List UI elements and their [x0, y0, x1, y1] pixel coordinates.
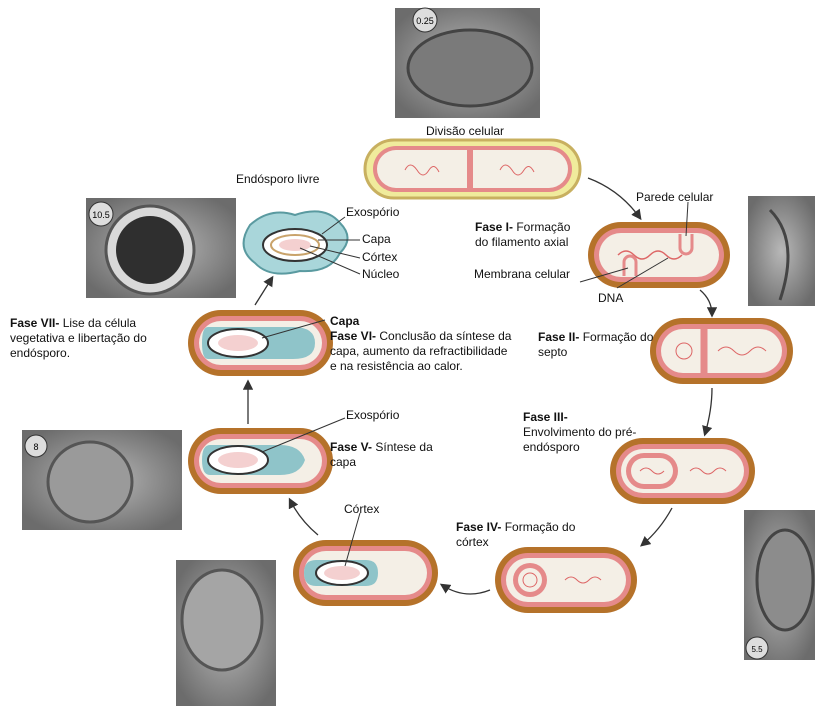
label-dna: DNA [598, 291, 623, 306]
label-divisao: Divisão celular [426, 124, 504, 139]
phase-3-name: Fase III- [523, 410, 568, 424]
phase-5-name: Fase V- [330, 440, 372, 454]
phase-7-name: Fase VII- [10, 316, 59, 330]
phase-4-label: Fase IV- Formação do córtex [456, 520, 596, 550]
micrograph-right-top [748, 196, 815, 306]
phase-1-label: Fase I- Formação do filamento axial [475, 220, 587, 250]
micrograph-left-top: 10.5 [86, 198, 236, 298]
label-membrana: Membrana celular [474, 267, 570, 282]
phase-5-label: Fase V- Síntese da capa [330, 440, 460, 470]
phase-1-name: Fase I- [475, 220, 513, 234]
cell-phase-6 [188, 310, 333, 376]
phase-6-label: Fase VI- Conclusão da síntese da capa, a… [330, 329, 515, 374]
micrograph-left-top-id: 10.5 [92, 210, 110, 220]
cell-phase-1 [588, 222, 730, 288]
cell-cortex [293, 540, 438, 606]
phase-3-desc: Envolvimento do pré-endósporo [523, 425, 636, 454]
label-cortex-top: Córtex [362, 250, 397, 265]
label-capa-bold: Capa [330, 314, 359, 329]
label-nucleo: Núcleo [362, 267, 399, 282]
micrograph-bottom-left [176, 560, 276, 706]
label-exosporio-mid: Exospório [346, 408, 399, 423]
micrograph-top: 0.25 [395, 8, 540, 118]
label-exosporio-top: Exospório [346, 205, 399, 220]
micrograph-top-id: 0.25 [416, 16, 434, 26]
label-cortex-low: Córtex [344, 502, 379, 517]
phase-7-label: Fase VII- Lise da célula vegetativa e li… [10, 316, 180, 361]
cell-phase-2 [650, 318, 793, 384]
free-endospore [244, 211, 348, 273]
label-capa-top: Capa [362, 232, 391, 247]
cell-phase-4 [495, 547, 637, 613]
phase-2-name: Fase II- [538, 330, 579, 344]
phase-2-label: Fase II- Formação do septo [538, 330, 656, 360]
phase-6-name: Fase VI- [330, 329, 376, 343]
phase-3-label: Fase III-Envolvimento do pré-endósporo [523, 410, 648, 455]
micrograph-right-lower: 5.5 [744, 510, 815, 660]
label-parede: Parede celular [636, 190, 713, 205]
cell-phase-5 [188, 428, 333, 494]
label-endosporo-livre: Endósporo livre [236, 172, 319, 187]
cell-division [365, 140, 580, 198]
micrograph-left-mid-id: 8 [33, 442, 38, 452]
phase-4-name: Fase IV- [456, 520, 501, 534]
micrograph-right-lower-id: 5.5 [751, 645, 763, 654]
micrograph-left-mid: 8 [22, 430, 182, 530]
